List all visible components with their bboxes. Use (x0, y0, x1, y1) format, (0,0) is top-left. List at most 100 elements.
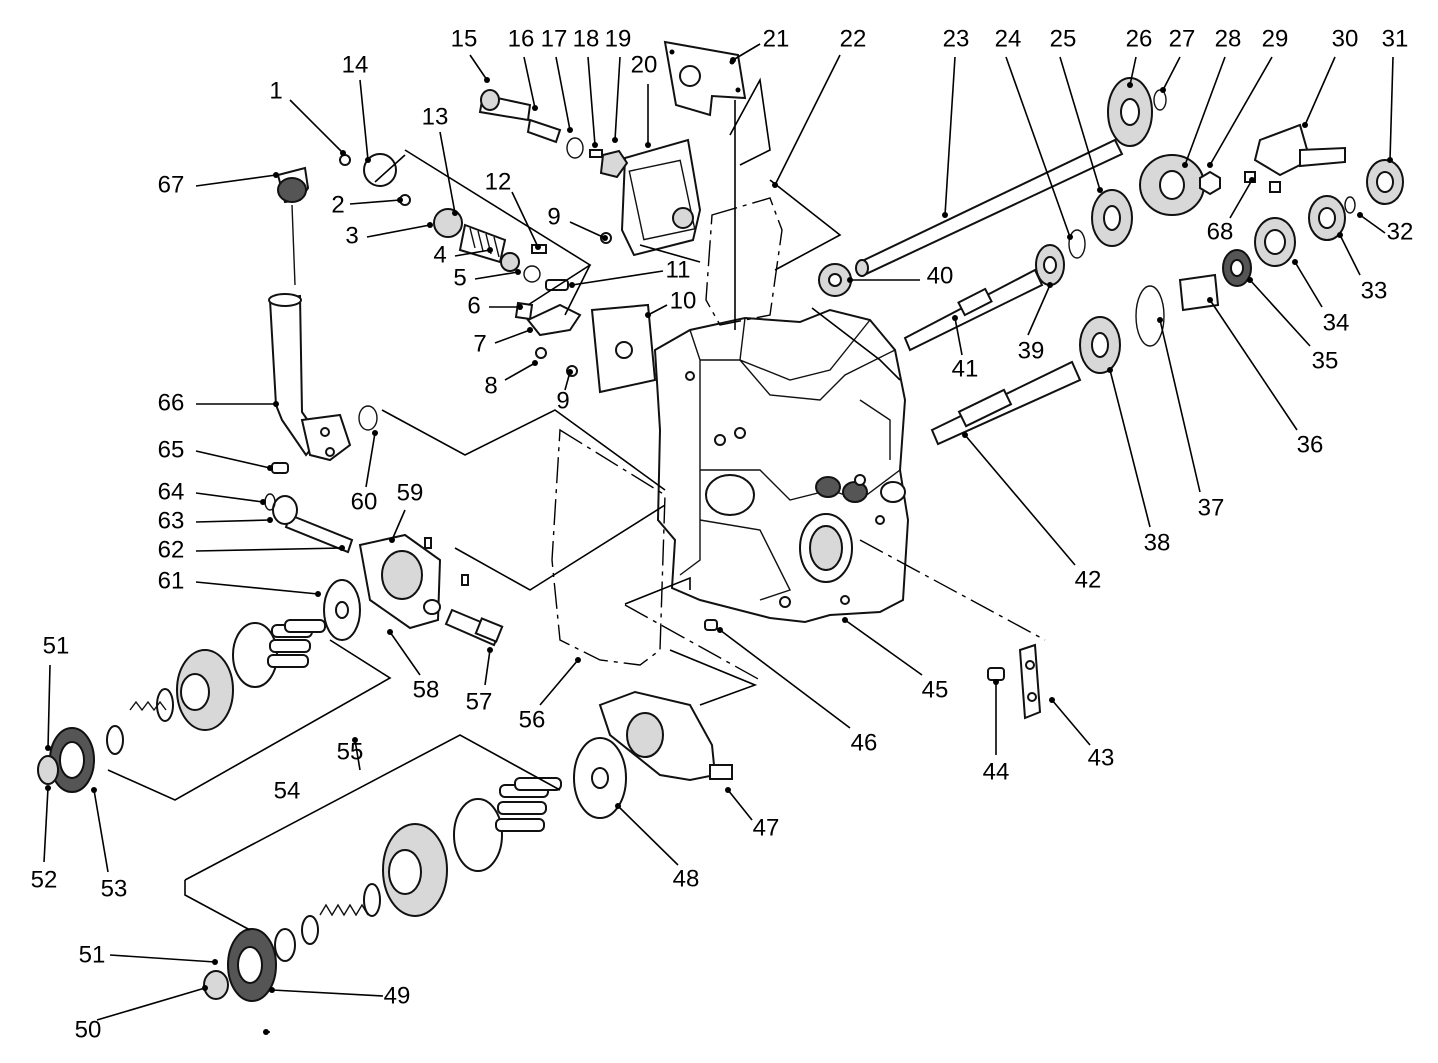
leader-line (571, 270, 664, 286)
callout-48: 48 (673, 865, 700, 892)
leader-dot (847, 277, 853, 283)
leader-line (555, 56, 571, 131)
leader-line (1159, 319, 1201, 493)
leader-line (484, 649, 491, 686)
leader-line (732, 43, 761, 61)
leader-line (1209, 56, 1273, 166)
leader-line (365, 432, 376, 488)
callout-29: 29 (1262, 25, 1289, 52)
callout-59: 59 (397, 479, 424, 506)
side-plate (590, 303, 657, 394)
leader-line (587, 56, 596, 146)
shaft-42 (930, 360, 1082, 446)
leader-dot (1047, 282, 1053, 288)
leader-line (195, 547, 343, 552)
leader-dot (1182, 162, 1188, 168)
motor-rotating-group (274, 777, 562, 962)
leader-line (1229, 179, 1253, 219)
leader-dot (842, 617, 848, 623)
leader-dot (387, 629, 393, 635)
callout-35: 35 (1312, 347, 1339, 374)
leader-line (349, 199, 401, 205)
leader-line (439, 131, 456, 214)
leader-dot (1302, 122, 1308, 128)
leader-dot (1337, 232, 1343, 238)
callout-36: 36 (1297, 431, 1324, 458)
callout-31: 31 (1382, 25, 1409, 52)
leader-dot (569, 282, 575, 288)
callout-63: 63 (158, 507, 185, 534)
callout-45: 45 (922, 676, 949, 703)
callout-8: 8 (484, 372, 497, 399)
leader-line (1184, 56, 1226, 166)
leader-dot (1207, 297, 1213, 303)
callout-18: 18 (573, 25, 600, 52)
callout-33: 33 (1361, 277, 1388, 304)
leader-dot (45, 745, 51, 751)
leader-line (614, 56, 621, 141)
callout-labels: 1 2 3 4 5 6 7 8 9 9 10 11 12 13 14 15 16… (31, 25, 1414, 1043)
callout-54: 54 (274, 777, 301, 804)
leader-dot (1160, 87, 1166, 93)
leader-dot (260, 499, 266, 505)
callout-49: 49 (384, 982, 411, 1009)
leader-line (774, 54, 841, 186)
leader-line (1294, 261, 1323, 308)
callout-11: 11 (666, 256, 691, 283)
leader-line (93, 789, 109, 873)
leader-dot (427, 222, 433, 228)
leader-dot (212, 959, 218, 965)
leader-line (195, 492, 264, 503)
leader-dot (452, 210, 458, 216)
callout-20: 20 (631, 51, 658, 78)
callout-52: 52 (31, 866, 58, 893)
callout-16: 16 (508, 25, 535, 52)
leader-dot (517, 304, 523, 310)
leader-dot (1292, 259, 1298, 265)
leader-line (1059, 56, 1101, 191)
leader-line (964, 434, 1076, 566)
callout-55: 55 (337, 738, 364, 765)
leader-dot (962, 432, 968, 438)
bracket-43 (987, 643, 1042, 720)
leader-line (564, 371, 571, 391)
leader-line (1389, 56, 1394, 161)
leader-line (1027, 284, 1051, 336)
callout-5: 5 (453, 264, 466, 291)
leader-line (354, 739, 361, 771)
leader-line (391, 509, 406, 541)
leader-line (474, 271, 519, 280)
callout-50: 50 (75, 1016, 102, 1043)
callout-28: 28 (1215, 25, 1242, 52)
leader-line (727, 789, 753, 821)
leader-line (944, 56, 956, 216)
callout-65: 65 (158, 436, 185, 463)
breather-tube (268, 166, 378, 474)
callout-51-top: 51 (43, 632, 70, 659)
callout-17: 17 (541, 25, 568, 52)
leader-line (1339, 234, 1361, 276)
leader-line (195, 174, 277, 187)
leader-line (1129, 56, 1137, 86)
callout-25: 25 (1050, 25, 1077, 52)
leader-dot (487, 647, 493, 653)
leader-dot (91, 787, 97, 793)
callout-6: 6 (467, 292, 480, 319)
callout-46: 46 (851, 729, 878, 756)
callout-10: 10 (670, 287, 697, 314)
leader-line (1359, 214, 1386, 234)
leader-dot (527, 327, 533, 333)
leader-line (109, 954, 216, 963)
callout-62: 62 (158, 536, 185, 563)
callout-53: 53 (101, 875, 128, 902)
motor-housing (598, 690, 733, 782)
leader-line (389, 631, 421, 676)
shaft-57 (444, 608, 504, 647)
leader-line (1162, 56, 1181, 91)
leader-line (494, 329, 531, 344)
leader-line (271, 989, 384, 997)
callout-34: 34 (1323, 309, 1350, 336)
leader-dot (484, 77, 490, 83)
callout-40: 40 (927, 262, 954, 289)
